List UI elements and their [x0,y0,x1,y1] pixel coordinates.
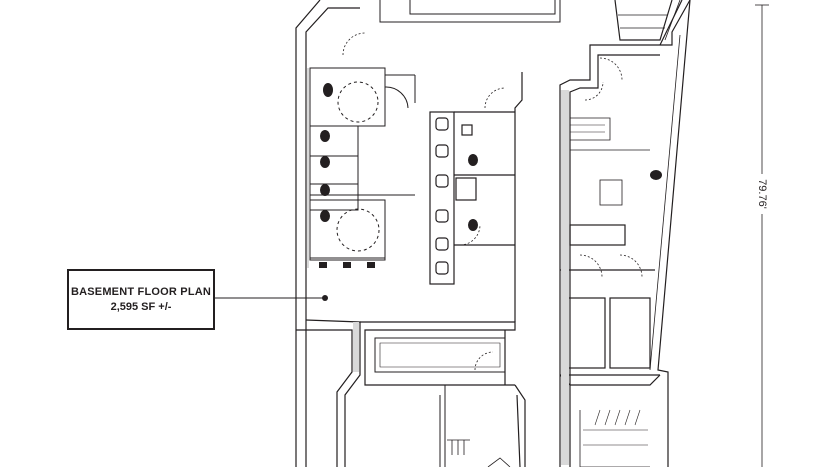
toilet-fixtures [319,83,662,301]
dimension-line [755,4,769,467]
plan-area: 2,595 SF +/- [110,300,172,313]
plan-title: BASEMENT FLOOR PLAN [70,285,212,298]
restroom-stalls [309,67,416,261]
left-wing-walls [295,0,526,467]
right-wing-walls [559,0,691,467]
depth-dimension-label: 79.76' [754,174,770,214]
wall-fills [307,68,569,465]
plan-callout-box: BASEMENT FLOOR PLAN 2,595 SF +/- [67,269,215,330]
sink-counter [429,111,515,285]
door-swings [342,32,643,371]
lower-stair [374,337,511,467]
top-stair [379,0,561,23]
